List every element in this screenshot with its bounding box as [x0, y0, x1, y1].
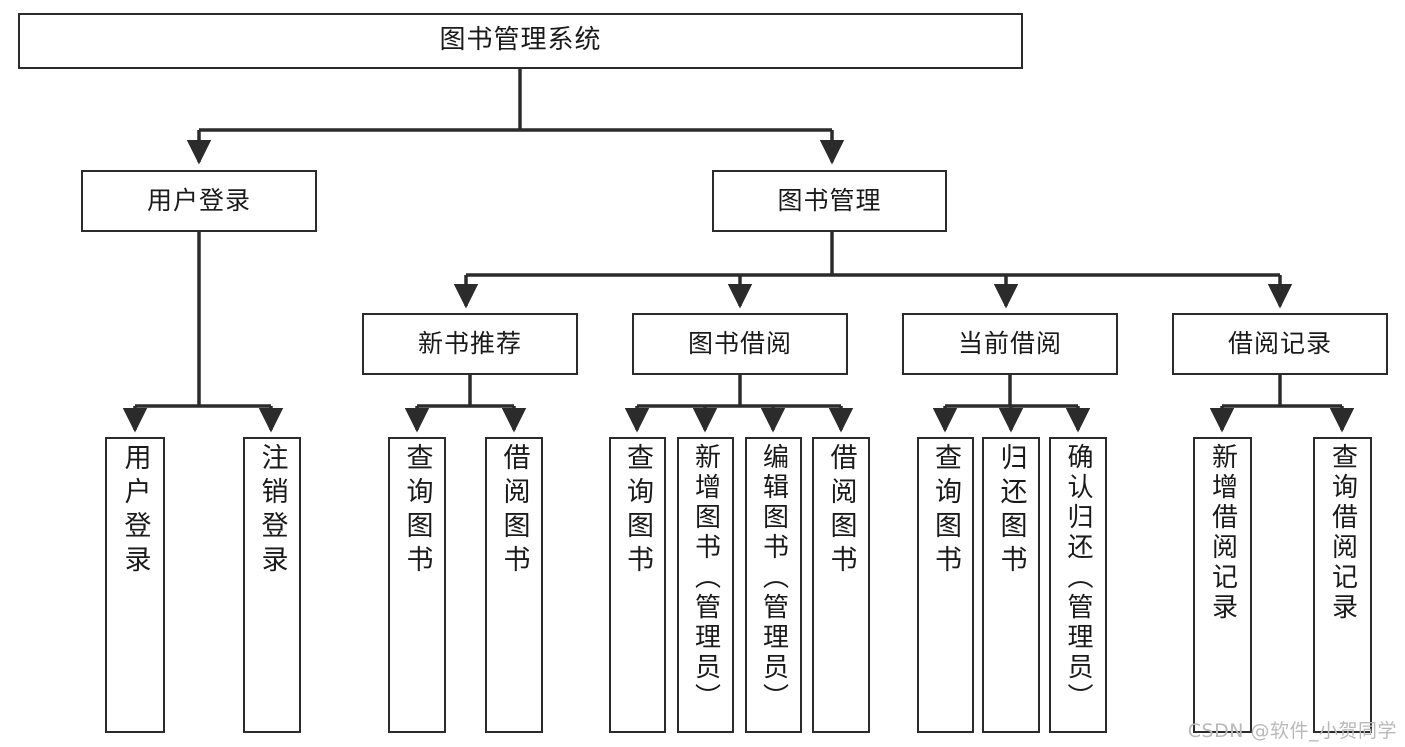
node-label: 查询图书 — [401, 443, 433, 579]
node-borrow-record[interactable]: 借阅记录 — [1172, 313, 1388, 375]
node-leaf-query-book-1[interactable]: 查询图书 — [388, 437, 446, 733]
node-label: 新增图书（管理员） — [690, 443, 721, 713]
node-new-book-recommend[interactable]: 新书推荐 — [362, 313, 578, 375]
node-leaf-query-book-2[interactable]: 查询图书 — [609, 437, 666, 733]
node-label: 新增借阅记录 — [1207, 443, 1238, 623]
node-label: 注销登录 — [256, 443, 288, 579]
node-leaf-query-book-3[interactable]: 查询图书 — [917, 437, 974, 733]
node-leaf-add-record[interactable]: 新增借阅记录 — [1193, 437, 1252, 733]
node-leaf-logout[interactable]: 注销登录 — [243, 437, 301, 733]
node-label: 图书管理 — [777, 185, 882, 215]
node-label: 用户登录 — [146, 185, 251, 215]
node-label: 借阅图书 — [498, 443, 530, 579]
node-label: 图书管理系统 — [439, 25, 602, 56]
node-label: 借阅记录 — [1227, 328, 1332, 358]
node-root-system[interactable]: 图书管理系统 — [18, 13, 1023, 69]
node-leaf-edit-book[interactable]: 编辑图书（管理员） — [745, 437, 802, 733]
node-leaf-query-record[interactable]: 查询借阅记录 — [1313, 437, 1372, 733]
node-leaf-borrow-book-1[interactable]: 借阅图书 — [485, 437, 543, 733]
node-book-borrow[interactable]: 图书借阅 — [632, 313, 848, 375]
node-leaf-add-book[interactable]: 新增图书（管理员） — [677, 437, 734, 733]
node-user-login[interactable]: 用户登录 — [81, 170, 317, 232]
node-leaf-return-book[interactable]: 归还图书 — [982, 437, 1040, 733]
node-current-borrow[interactable]: 当前借阅 — [902, 313, 1118, 375]
node-label: 查询图书 — [930, 443, 961, 579]
node-label: 新书推荐 — [417, 328, 522, 358]
node-label: 查询借阅记录 — [1327, 443, 1358, 623]
node-label: 确认归还（管理员） — [1063, 443, 1093, 713]
node-leaf-borrow-book-2[interactable]: 借阅图书 — [812, 437, 870, 733]
node-label: 归还图书 — [995, 443, 1027, 579]
node-label: 当前借阅 — [957, 328, 1062, 358]
node-label: 用户登录 — [119, 443, 151, 579]
node-leaf-user-login[interactable]: 用户登录 — [105, 437, 165, 733]
node-label: 图书借阅 — [687, 328, 792, 358]
node-book-manage[interactable]: 图书管理 — [712, 170, 947, 232]
node-leaf-confirm-return[interactable]: 确认归还（管理员） — [1049, 437, 1107, 733]
node-label: 查询图书 — [622, 443, 653, 579]
node-label: 借阅图书 — [825, 443, 857, 579]
node-label: 编辑图书（管理员） — [758, 443, 789, 713]
watermark: CSDN @软件_小贺同学 — [1187, 720, 1397, 742]
